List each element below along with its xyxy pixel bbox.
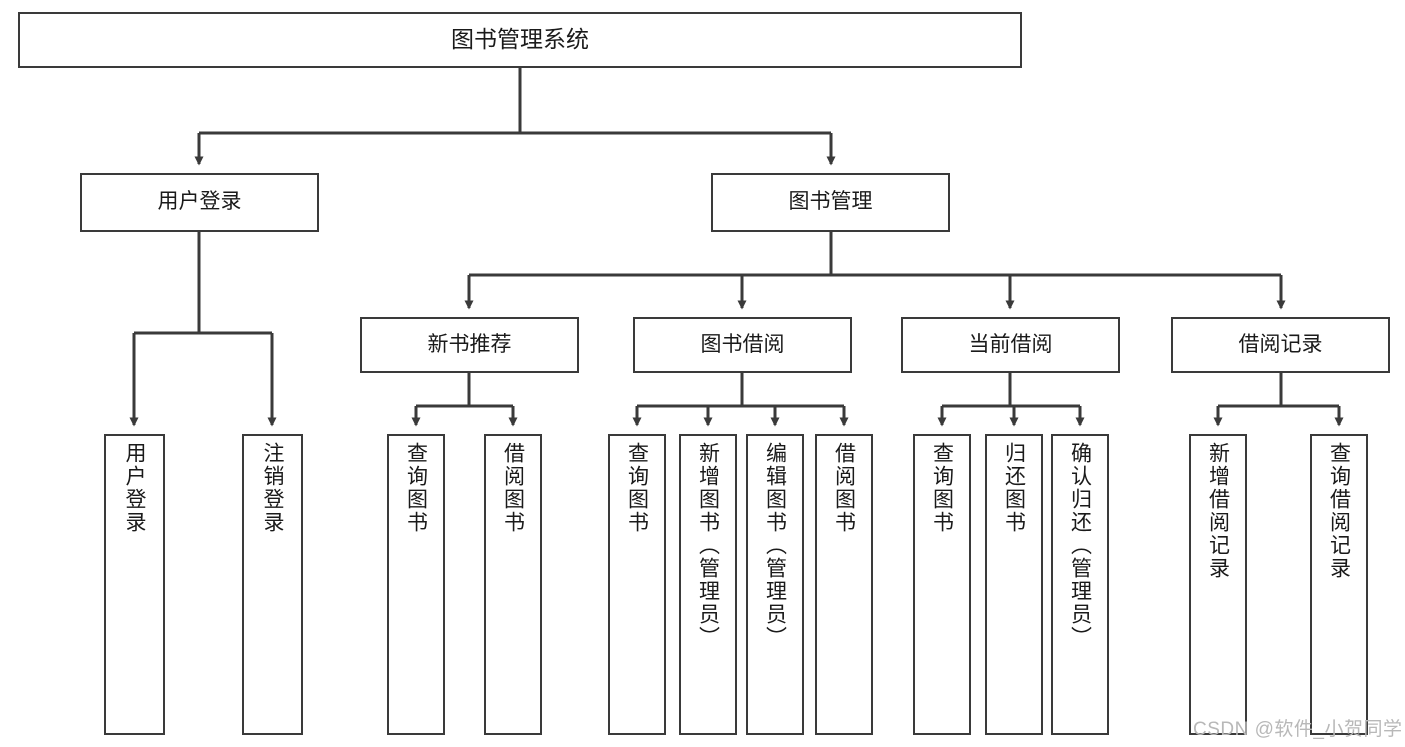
node-leaf-borrow-book-rec[interactable]: 借阅图书 (484, 434, 542, 735)
node-label: 图书借阅 (700, 332, 785, 356)
node-label: 确认归还（管理员） (1068, 442, 1092, 649)
node-label: 借阅图书 (501, 442, 525, 534)
node-label: 查询图书 (625, 442, 649, 534)
node-leaf-query-book-rec[interactable]: 查询图书 (387, 434, 445, 735)
node-root[interactable]: 图书管理系统 (18, 12, 1022, 68)
node-label: 编辑图书（管理员） (763, 442, 787, 649)
csdn-watermark: CSDN @软件_小贺同学 (1193, 719, 1403, 740)
node-label: 当前借阅 (968, 332, 1053, 356)
node-current-borrow[interactable]: 当前借阅 (901, 317, 1120, 373)
node-leaf-query-book-borrow[interactable]: 查询图书 (608, 434, 666, 735)
node-leaf-edit-book[interactable]: 编辑图书（管理员） (746, 434, 804, 735)
node-leaf-borrow-book[interactable]: 借阅图书 (815, 434, 873, 735)
node-leaf-add-record[interactable]: 新增借阅记录 (1189, 434, 1247, 735)
node-leaf-query-book-current[interactable]: 查询图书 (913, 434, 971, 735)
node-label: 注销登录 (261, 442, 284, 534)
node-leaf-user-login[interactable]: 用户登录 (104, 434, 165, 735)
node-label: 用户登录 (123, 442, 146, 534)
node-leaf-query-record[interactable]: 查询借阅记录 (1310, 434, 1368, 735)
node-new-book-rec[interactable]: 新书推荐 (360, 317, 579, 373)
node-label: 用户登录 (157, 190, 242, 214)
node-user-login[interactable]: 用户登录 (80, 173, 319, 232)
node-label: 归还图书 (1002, 442, 1026, 534)
node-book-borrow[interactable]: 图书借阅 (633, 317, 852, 373)
node-borrow-record[interactable]: 借阅记录 (1171, 317, 1390, 373)
node-label: 查询图书 (404, 442, 428, 534)
node-leaf-confirm-return[interactable]: 确认归还（管理员） (1051, 434, 1109, 735)
node-leaf-logout[interactable]: 注销登录 (242, 434, 303, 735)
node-book-manage[interactable]: 图书管理 (711, 173, 950, 232)
node-leaf-add-book[interactable]: 新增图书（管理员） (679, 434, 737, 735)
node-label: 图书管理系统 (451, 26, 589, 53)
node-label: 图书管理 (788, 190, 873, 214)
node-label: 新书推荐 (427, 332, 512, 356)
node-label: 借阅记录 (1238, 332, 1323, 356)
node-leaf-return-book[interactable]: 归还图书 (985, 434, 1043, 735)
node-label: 借阅图书 (832, 442, 856, 534)
node-label: 查询图书 (930, 442, 954, 534)
node-label: 新增借阅记录 (1206, 442, 1230, 580)
node-label: 查询借阅记录 (1327, 442, 1351, 580)
node-label: 新增图书（管理员） (696, 442, 720, 649)
